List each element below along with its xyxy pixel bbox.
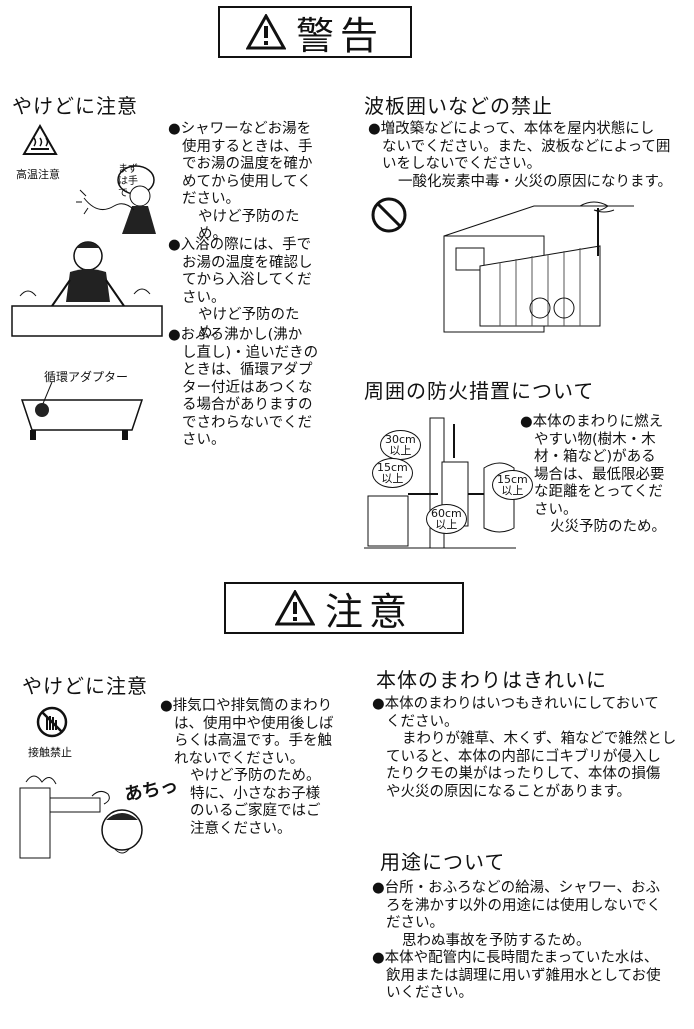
clearance-diagram: [364, 417, 516, 549]
prohibited-icon: [371, 197, 407, 233]
warning-triangle-icon: [245, 14, 286, 50]
high-temperature-label: 高温注意: [16, 168, 60, 181]
caution-triangle-icon: [274, 590, 315, 626]
keep-clean-text: ●本体のまわりはいつもきれいにしておいてください。 まわりが雑草、木くず、箱など…: [372, 696, 677, 800]
keep-clean-heading: 本体のまわりはきれいに: [376, 668, 607, 692]
bathtub-adapter-illustration: [20, 382, 144, 440]
usage-heading: 用途について: [380, 850, 506, 874]
enclosed-heater-illustration: [443, 201, 634, 333]
warning-title: 警告: [295, 13, 384, 58]
burn-warning-heading: やけどに注意: [12, 94, 138, 118]
enclosure-warning-heading: 波板囲いなどの禁止: [364, 94, 553, 118]
usage-text: ●台所・おふろなどの給湯、シャワー、おふろを沸かす以外の用途には使用しないでく …: [372, 880, 662, 1001]
burn-caution-text: ●排気口や排気筒のまわりは、使用中や使用後しば らくは高温です。手を触れないでく…: [160, 698, 334, 837]
hot-exhaust-illustration: [19, 775, 143, 859]
burn-warning-text-1: ●シャワーなどお湯を使用するときは、手 でお湯の温度を確かめてから使用してく だ…: [168, 121, 313, 242]
circulation-adapter-label: 循環アダプター: [44, 370, 129, 384]
speech-bubble-text: まずは手で: [118, 164, 138, 199]
warning-banner: 警告: [218, 6, 412, 58]
caution-title: 注意: [324, 589, 413, 634]
burn-caution-heading: やけどに注意: [22, 674, 148, 698]
enclosure-warning-text: ●増改築などによって、本体を屋内状態にしないでください。また、波板などによって囲…: [368, 121, 673, 190]
no-touch-icon: [36, 706, 68, 738]
no-touch-label: 接触禁止: [28, 746, 72, 759]
bathing-illustration: [11, 241, 163, 337]
burn-warning-text-2: ●入浴の際には、手でお湯の温度を確認し てから入浴してください。 やけど予防のた…: [168, 237, 313, 341]
fire-prevention-text: ●本体のまわりに燃えやすい物(樹木・木 材・箱など)がある場合は、最低限必要 な…: [520, 414, 666, 535]
fire-prevention-heading: 周囲の防火措置について: [364, 379, 595, 403]
shower-illustration: [76, 165, 156, 234]
high-temperature-icon: [22, 124, 58, 155]
burn-warning-text-3: ●おふろ沸かし(沸かし直し)・追いだきの ときは、循環アダプター付近はあつくな …: [168, 327, 319, 448]
caution-banner: 注意: [224, 582, 464, 634]
